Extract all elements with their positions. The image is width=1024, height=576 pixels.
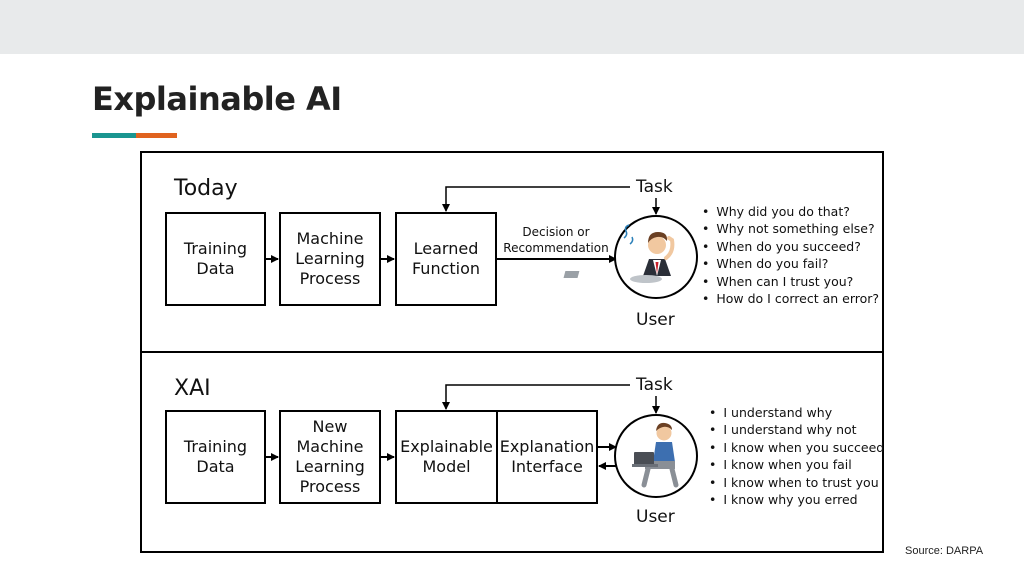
list-item: Why did you do that? [702,203,879,220]
list-item: How do I correct an error? [702,290,879,307]
confused-user-icon [563,224,675,283]
list-item: I understand why not [709,421,884,438]
today-learned-function-box: Learned Function [395,212,497,306]
title-underline-teal [92,133,136,138]
list-item: When do you fail? [702,255,879,272]
list-item: I know when you fail [709,456,884,473]
today-training-data-box: Training Data [165,212,266,306]
satisfied-user-icon [632,422,679,488]
xai-task-label: Task [636,375,673,395]
list-item: I know when to trust you [709,474,884,491]
arrow-task-to-function [442,186,630,212]
section-divider [140,351,884,353]
decision-arrow-label: Decision or Recommendation [503,225,609,255]
list-item: I understand why [709,404,884,421]
today-questions-list: Why did you do that? Why not something e… [702,203,879,307]
xai-user-label: User [636,507,675,527]
list-item: Why not something else? [702,220,879,237]
list-item: When can I trust you? [702,273,879,290]
today-label: Today [174,176,238,201]
today-ml-process-box: Machine Learning Process [279,212,381,306]
xai-training-data-box: Training Data [165,410,266,504]
list-item: I know when you succeed [709,439,884,456]
today-user-circle [614,215,698,299]
today-user-label: User [636,310,675,330]
slide-title: Explainable AI [92,80,342,118]
list-item: When do you succeed? [702,238,879,255]
list-item: I know why you erred [709,491,884,508]
title-underline-orange [136,133,177,138]
xai-label: XAI [174,376,211,401]
explanation-interface-box: Explanation Interface [496,410,598,504]
xai-statements-list: I understand why I understand why not I … [709,404,884,508]
today-task-label: Task [636,177,673,197]
xai-new-ml-process-box: New Machine Learning Process [279,410,381,504]
top-bar [0,0,1024,54]
source-credit: Source: DARPA [905,545,984,557]
arrow-xai-task-to-model [442,384,630,410]
